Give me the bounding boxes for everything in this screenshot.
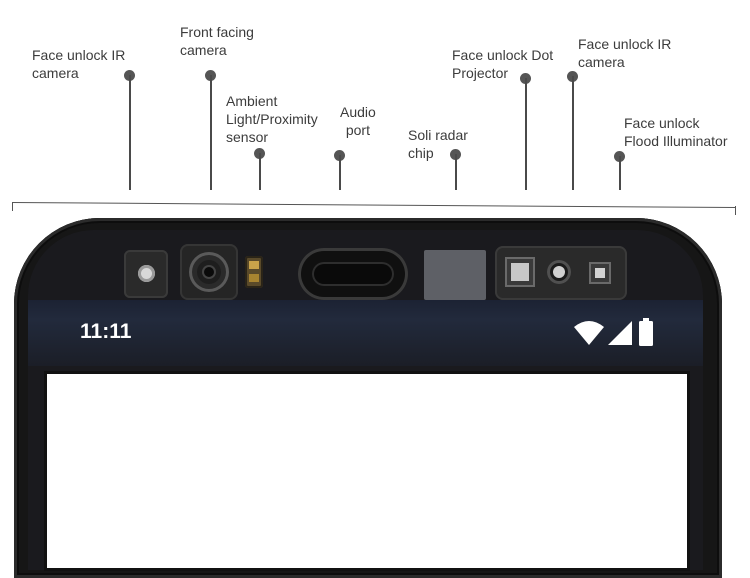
ir-camera-left-lens-icon: [138, 265, 155, 282]
leader-line-ambient: [259, 153, 261, 190]
audio-port-earpiece: [298, 248, 408, 300]
status-time: 11:11: [80, 320, 132, 343]
dot-projector-icon: [505, 257, 535, 287]
ir-camera-left-sensor: [124, 250, 168, 298]
bracket-line: [11, 202, 736, 209]
flood-illuminator-icon: [589, 262, 611, 284]
soli-radar-chip: [424, 250, 486, 300]
ir-camera-right-lens-icon: [547, 260, 571, 284]
bracket-right-tick: [735, 206, 736, 215]
battery-icon: [639, 318, 653, 346]
face-unlock-sensor-module: [495, 246, 627, 300]
bracket-left-tick: [12, 202, 13, 211]
leader-line-flood: [619, 156, 621, 190]
phone-screen: [44, 371, 690, 571]
wifi-icon: [574, 321, 604, 345]
leader-line-soli: [455, 154, 457, 190]
cell-signal-icon: [608, 321, 632, 345]
leader-line-dot-projector: [525, 78, 527, 190]
leader-line-front-camera: [210, 75, 212, 190]
front-camera-lens-icon: [189, 252, 229, 292]
front-camera-module: [180, 244, 238, 300]
leader-line-ir-left: [129, 75, 131, 190]
leader-line-ir-right: [572, 76, 574, 190]
leader-line-audio: [339, 155, 341, 190]
ambient-light-sensor: [245, 256, 263, 288]
